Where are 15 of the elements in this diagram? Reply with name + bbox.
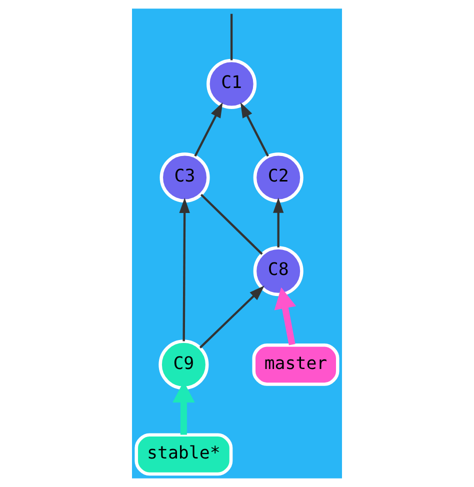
node-circle: C9: [158, 340, 209, 390]
node-circle: C2: [253, 152, 304, 203]
arrow: [199, 286, 264, 348]
node-circle: C3: [160, 152, 210, 203]
node-circle: C1: [206, 58, 257, 109]
connector: [200, 194, 263, 255]
arrow: [240, 102, 269, 157]
arrow: [274, 287, 296, 346]
node-box: master: [252, 343, 340, 386]
arrow: [194, 102, 223, 157]
arrow: [179, 198, 190, 342]
arrow: [273, 198, 284, 248]
node-circle: C8: [253, 246, 304, 296]
node-box: stable*: [134, 433, 233, 476]
connector: [230, 14, 233, 60]
